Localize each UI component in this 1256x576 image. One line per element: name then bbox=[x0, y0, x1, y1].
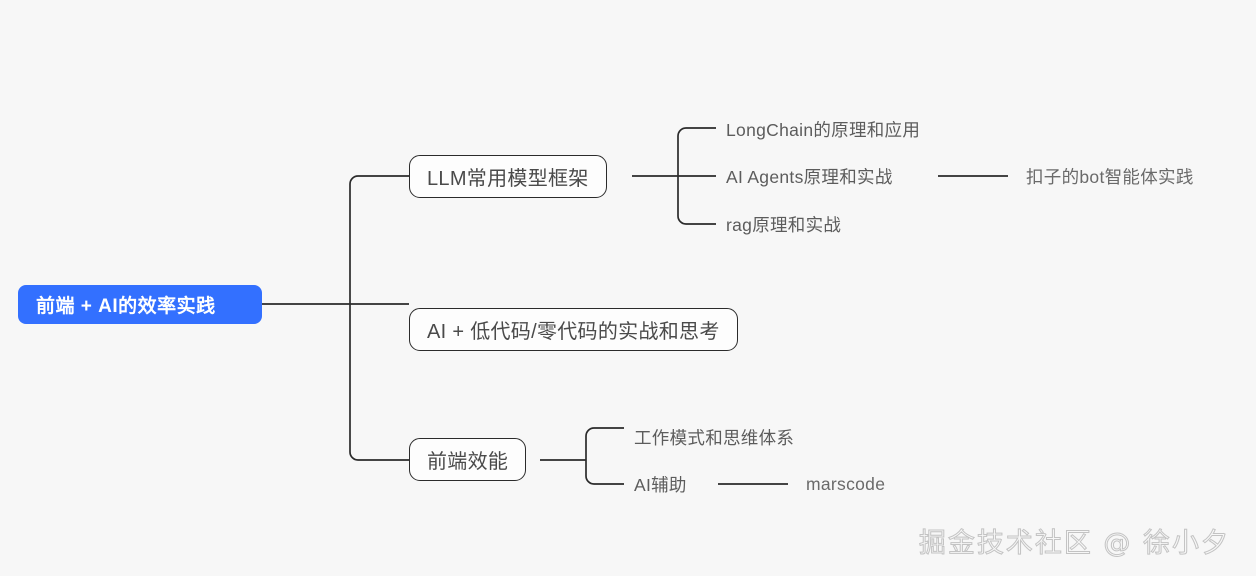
leaf-node-coze-bot[interactable]: 扣子的bot智能体实践 bbox=[1026, 166, 1194, 187]
leaf-node-work-mode[interactable]: 工作模式和思维体系 bbox=[634, 427, 795, 448]
wire-branch1-child-3 bbox=[677, 184, 716, 225]
watermark: 掘金技术社区 @ 徐小夕 bbox=[918, 528, 1230, 560]
wire-branch3-child-2 bbox=[585, 468, 624, 485]
leaf-node-longchain[interactable]: LongChain的原理和应用 bbox=[726, 119, 921, 140]
wire-branch1-child-1 bbox=[677, 127, 716, 168]
leaf-node-ai-assist[interactable]: AI辅助 bbox=[634, 474, 687, 495]
root-node[interactable]: 前端 + AI的效率实践 bbox=[18, 285, 262, 324]
wire-spine-to-branch-3 bbox=[349, 312, 409, 461]
wire-spine-to-branch-1 bbox=[349, 175, 409, 296]
wire-branch3-child-1 bbox=[585, 427, 624, 452]
leaf-node-marscode[interactable]: marscode bbox=[806, 473, 886, 494]
branch-node-lowcode[interactable]: AI + 低代码/零代码的实战和思考 bbox=[409, 308, 738, 351]
branch-node-frontend-efficiency[interactable]: 前端效能 bbox=[409, 438, 527, 481]
branch-node-llm-framework[interactable]: LLM常用模型框架 bbox=[409, 155, 607, 198]
leaf-node-rag[interactable]: rag原理和实战 bbox=[726, 214, 842, 235]
leaf-node-ai-agents[interactable]: AI Agents原理和实战 bbox=[726, 166, 893, 187]
